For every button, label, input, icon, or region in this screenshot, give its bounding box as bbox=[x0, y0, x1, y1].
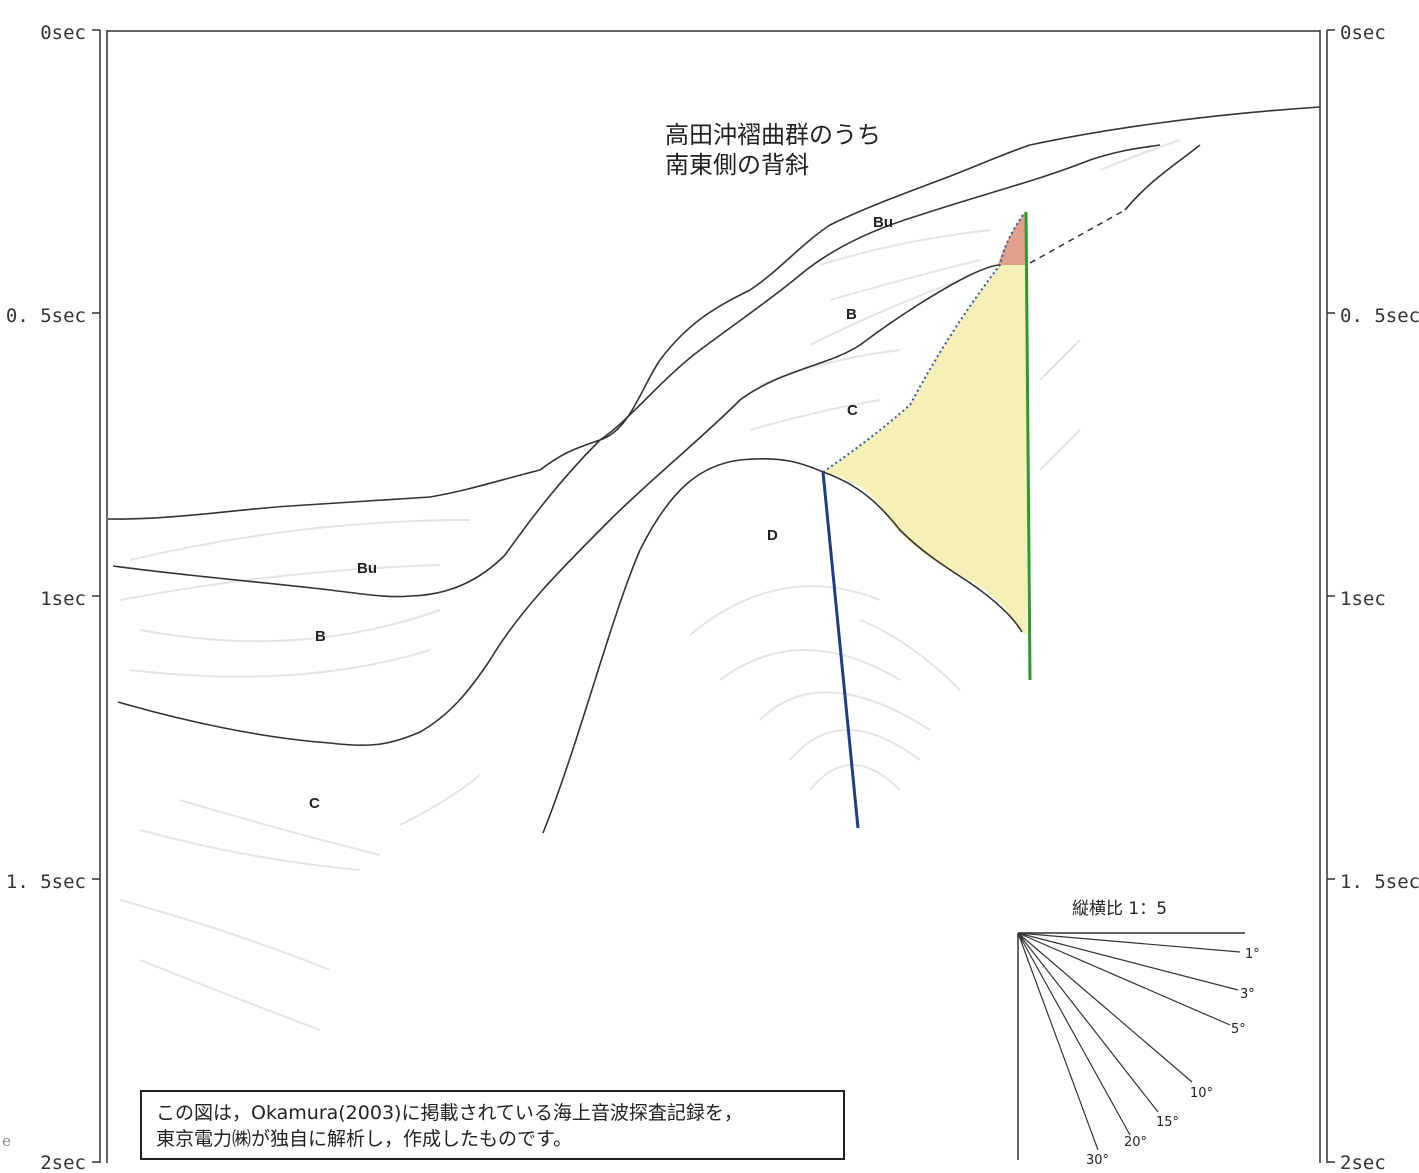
right-tick-1-5: 1. 5sec bbox=[1340, 871, 1419, 893]
unit-label-b-upper: B bbox=[846, 306, 857, 323]
source-note-box: この図は，Okamura(2003)に掲載されている海上音波探査記録を， 東京電… bbox=[140, 1090, 845, 1160]
pink-fill-region bbox=[998, 212, 1027, 265]
right-tick-2: 2sec bbox=[1340, 1152, 1386, 1173]
left-tick-0-5: 0. 5sec bbox=[6, 305, 86, 327]
left-axis: 0sec 0. 5sec 1sec 1. 5sec 2sec bbox=[6, 22, 108, 1173]
right-tick-0: 0sec bbox=[1340, 22, 1386, 44]
angle-label-20: 20° bbox=[1124, 1135, 1147, 1150]
right-tick-0-5: 0. 5sec bbox=[1340, 305, 1419, 327]
figure-title-line-1: 高田沖褶曲群のうち bbox=[665, 121, 881, 149]
unit-label-d-core: D bbox=[767, 527, 778, 544]
angle-label-5: 5° bbox=[1231, 1022, 1246, 1037]
right-axis: 0sec 0. 5sec 1sec 1. 5sec 2sec bbox=[1319, 22, 1419, 1173]
figure-title-line-2: 南東側の背斜 bbox=[665, 151, 809, 179]
unit-label-c-left: C bbox=[309, 795, 320, 812]
source-note-line-2: 東京電力㈱が独自に解析し，作成したものです。 bbox=[156, 1128, 573, 1150]
left-tick-0: 0sec bbox=[40, 22, 86, 44]
horizon-lines bbox=[107, 106, 1321, 834]
aspect-ratio-indicator: 縦横比 1：5 1° 3° 5° 10° 15° 20° 30° bbox=[1017, 899, 1260, 1168]
unit-label-bu-left: Bu bbox=[357, 560, 377, 577]
angle-label-15: 15° bbox=[1156, 1115, 1179, 1130]
angle-label-1: 1° bbox=[1245, 947, 1260, 962]
unit-label-c-upper: C bbox=[847, 402, 858, 419]
yellow-fill-region bbox=[823, 265, 1027, 635]
faint-reflectors bbox=[119, 139, 1181, 1031]
unit-label-b-left: B bbox=[315, 628, 326, 645]
blue-fault-line bbox=[821, 471, 860, 829]
left-tick-2: 2sec bbox=[40, 1152, 86, 1173]
left-tick-1: 1sec bbox=[40, 588, 86, 610]
green-fault-line bbox=[1024, 211, 1032, 681]
right-tick-1: 1sec bbox=[1340, 588, 1386, 610]
dashed-horizon bbox=[1029, 209, 1126, 264]
angle-label-30: 30° bbox=[1086, 1153, 1109, 1168]
aspect-ratio-label: 縦横比 1：5 bbox=[1072, 899, 1167, 919]
source-note-line-1: この図は，Okamura(2003)に掲載されている海上音波探査記録を， bbox=[156, 1102, 743, 1124]
left-tick-1-5: 1. 5sec bbox=[6, 871, 86, 893]
angle-label-10: 10° bbox=[1190, 1086, 1213, 1101]
angle-label-3: 3° bbox=[1240, 987, 1255, 1002]
page-marker: e bbox=[2, 1132, 11, 1150]
unit-label-bu-upper: Bu bbox=[873, 214, 893, 231]
